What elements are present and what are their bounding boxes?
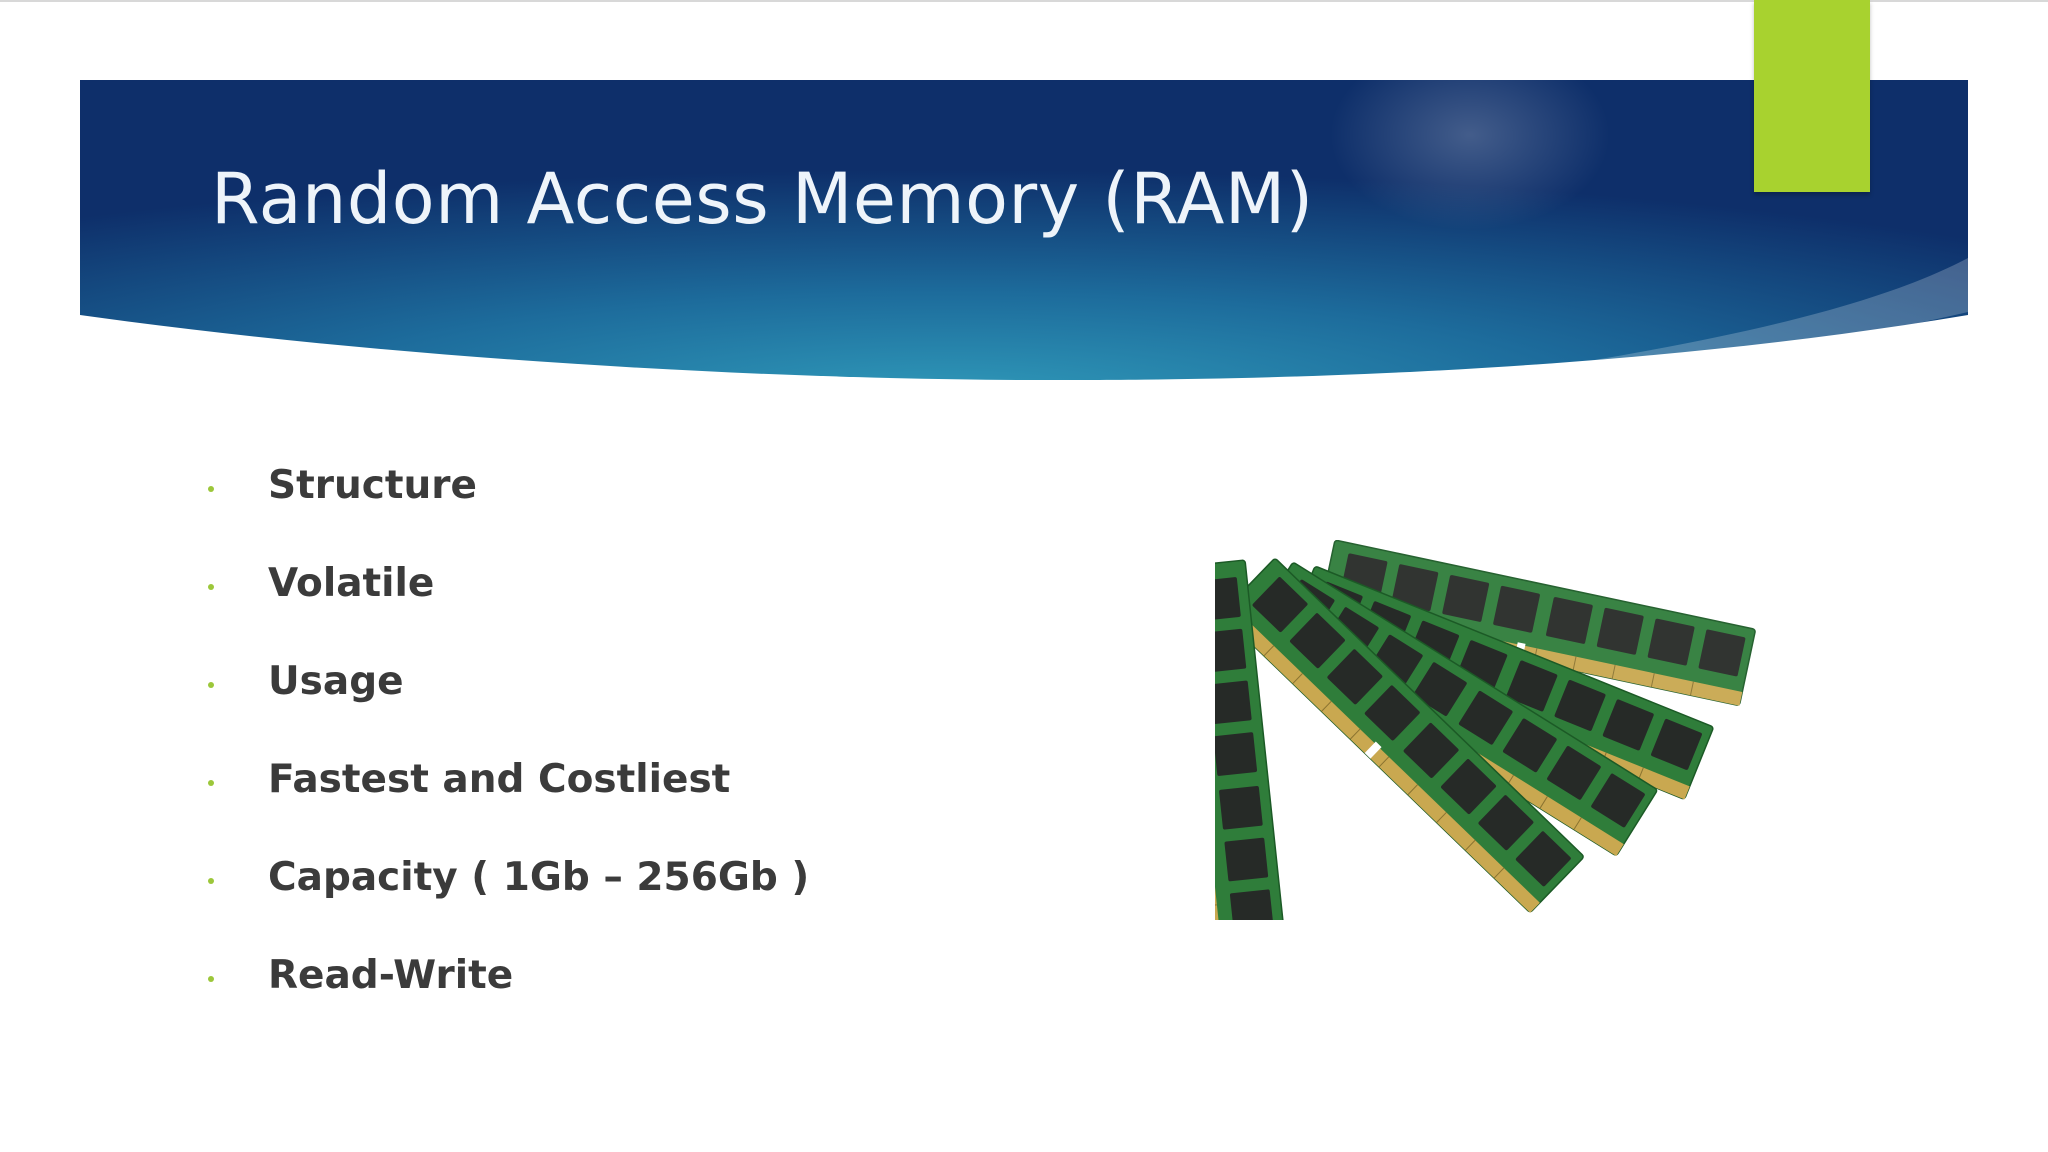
list-item: Read-Write xyxy=(208,944,809,1042)
list-item: Capacity ( 1Gb – 256Gb ) xyxy=(208,846,809,944)
bullet-icon xyxy=(208,584,214,590)
bullet-icon xyxy=(208,682,214,688)
bullet-text: Volatile xyxy=(268,561,435,606)
bullet-icon xyxy=(208,486,214,492)
list-item: Fastest and Costliest xyxy=(208,748,809,846)
list-item: Volatile xyxy=(208,552,809,650)
title-banner xyxy=(80,80,1968,380)
bullet-text: Usage xyxy=(268,659,404,704)
bullet-text: Capacity ( 1Gb – 256Gb ) xyxy=(268,855,810,900)
list-item: Usage xyxy=(208,650,809,748)
bullet-icon xyxy=(208,878,214,884)
bullet-text: Structure xyxy=(268,463,477,508)
bullet-list: Structure Volatile Usage Fastest and Cos… xyxy=(208,454,809,1042)
accent-tab xyxy=(1754,0,1870,192)
top-divider xyxy=(0,0,2048,2)
bullet-text: Fastest and Costliest xyxy=(268,757,731,802)
bullet-icon xyxy=(208,780,214,786)
bullet-text: Read-Write xyxy=(268,953,514,998)
ram-modules-image xyxy=(1215,540,1757,920)
slide-title: Random Access Memory (RAM) xyxy=(211,158,1314,240)
list-item: Structure xyxy=(208,454,809,552)
bullet-icon xyxy=(208,976,214,982)
